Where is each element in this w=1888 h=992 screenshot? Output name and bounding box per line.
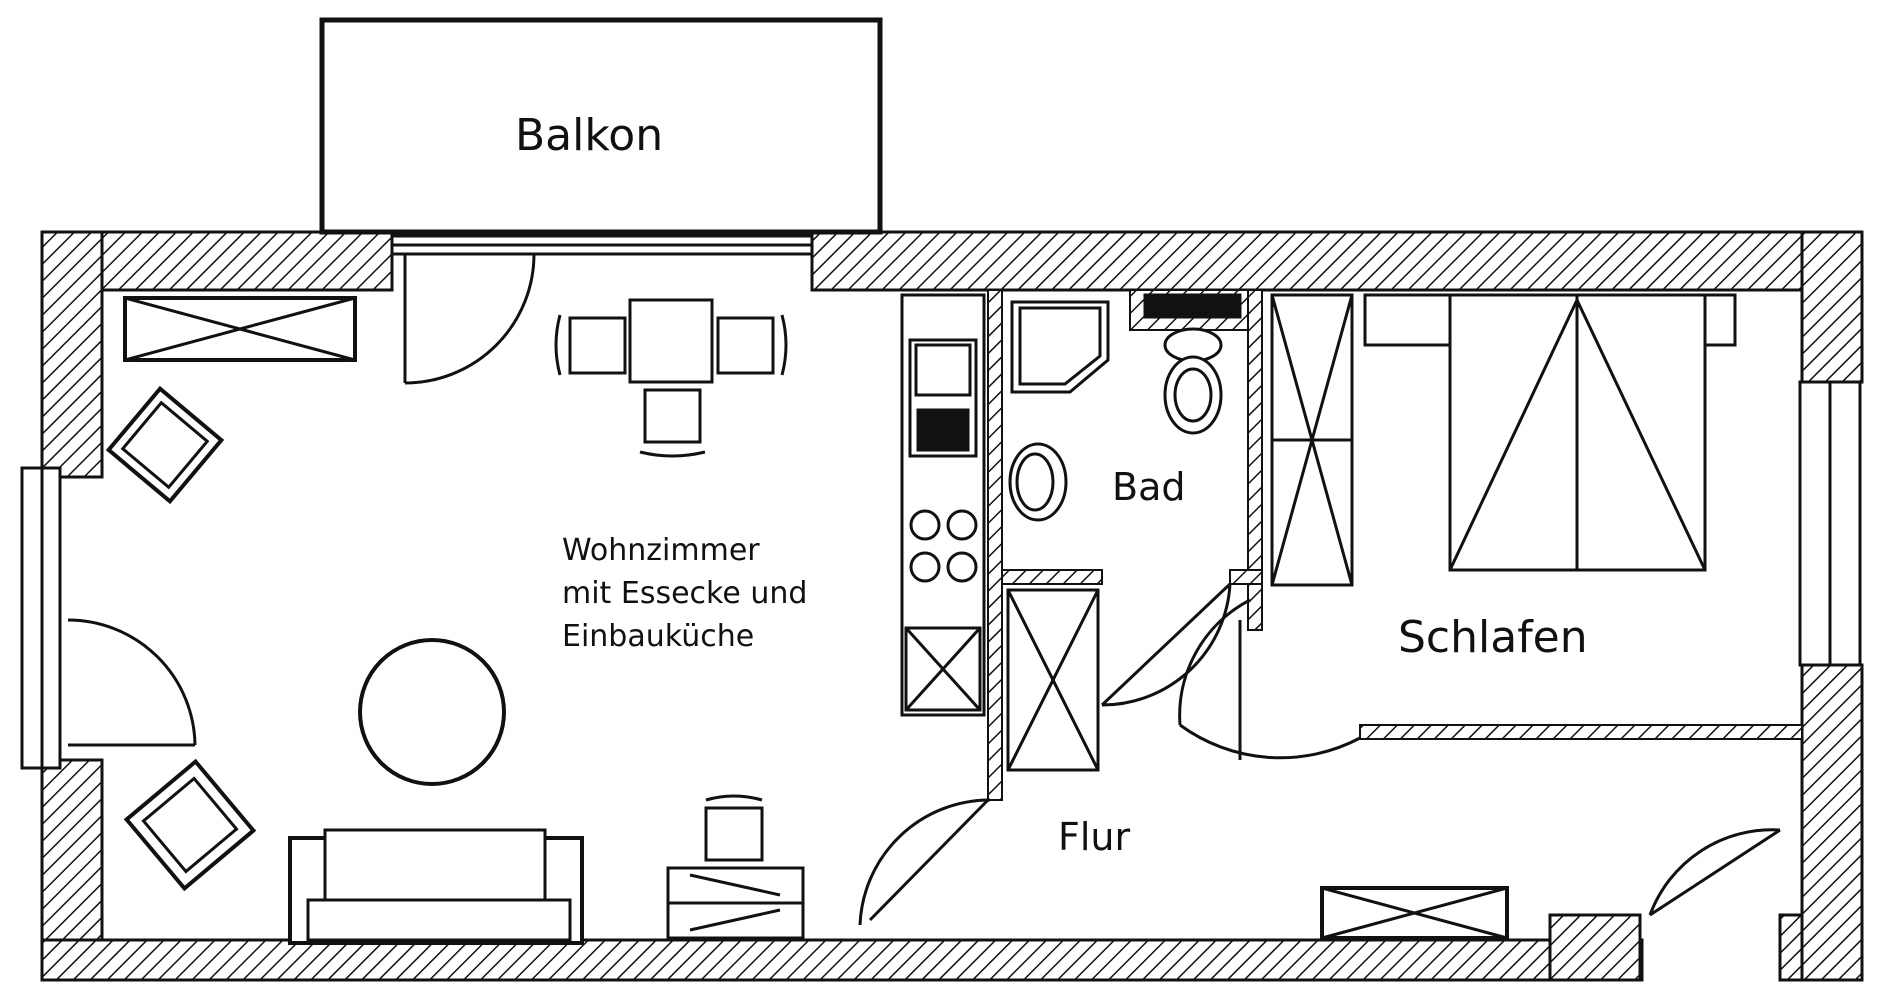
room-label-schlafen: Schlafen	[1398, 612, 1588, 663]
sofa	[288, 828, 584, 945]
wardrobe-bedroom	[1270, 293, 1354, 587]
balcony-outline	[319, 17, 883, 235]
armchair-lower	[123, 758, 257, 892]
armchair-upper	[105, 385, 225, 505]
bench-flur	[1320, 886, 1509, 940]
furniture	[105, 293, 1737, 945]
double-bed	[1363, 293, 1737, 572]
dining-set	[554, 298, 788, 458]
room-label-bad: Bad	[1112, 465, 1185, 509]
room-label-wohnzimmer-line-3: Einbauküche	[562, 619, 754, 654]
room-label-balkon: Balkon	[515, 110, 663, 161]
round-table	[358, 638, 506, 786]
room-label-wohnzimmer: Wohnzimmer mit Essecke und Einbauküche	[562, 533, 817, 654]
closet-flur	[1006, 588, 1100, 772]
doors	[67, 253, 1781, 926]
room-label-wohnzimmer-line-2: mit Essecke und	[562, 576, 807, 611]
room-label-wohnzimmer-line-1: Wohnzimmer	[562, 533, 760, 568]
exterior-walls	[40, 230, 1864, 982]
desk	[666, 794, 805, 940]
kitchen-counter	[900, 293, 986, 717]
room-label-flur: Flur	[1058, 815, 1130, 859]
windows	[20, 234, 1862, 770]
bath-fixtures	[1008, 293, 1242, 522]
